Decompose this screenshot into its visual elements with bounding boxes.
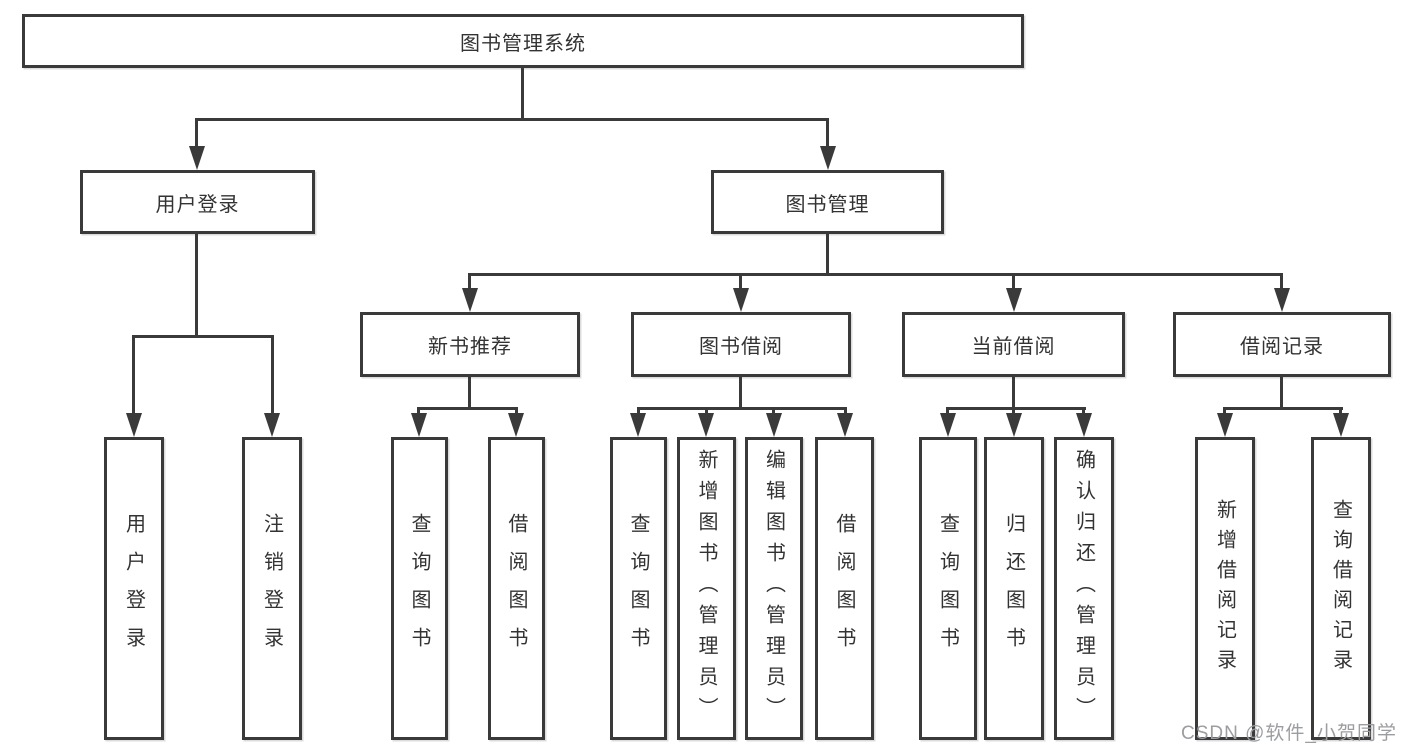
connector-level2-hline [468, 273, 1282, 276]
connector-book-borrow-stem [739, 377, 742, 410]
arrowhead-down-icon [126, 413, 142, 437]
connector-arrow-stem [1012, 407, 1015, 417]
connector-root-stem [521, 68, 524, 121]
connector-arrow-stem [132, 335, 135, 415]
connector-arrow-stem [637, 407, 640, 417]
node-library-management-system: 图书管理系统 [22, 14, 1024, 68]
connector-arrow-stem [417, 407, 420, 417]
connector-arrow-stem [739, 273, 742, 291]
node-leaf-add-borrow-record: 新增借阅记录 [1195, 437, 1255, 740]
node-label: 查询图书 [936, 512, 959, 665]
node-leaf-edit-books-admin: 编辑图书（管理员） [745, 437, 803, 740]
node-label: 当前借阅 [971, 336, 1056, 358]
arrowhead-down-icon [264, 413, 280, 437]
node-label: 借阅图书 [505, 512, 527, 665]
connector-arrow-stem [844, 407, 847, 417]
connector-current-borrow-stem [1012, 377, 1015, 410]
arrowhead-down-icon [733, 288, 749, 312]
node-book-borrowing: 图书借阅 [631, 312, 851, 377]
connector-arrow-stem [195, 118, 198, 150]
connector-arrow-stem [468, 273, 471, 291]
arrowhead-down-icon [462, 288, 478, 312]
connector-arrow-stem [705, 407, 708, 417]
node-leaf-add-books-admin: 新增图书（管理员） [677, 437, 736, 740]
arrowhead-down-icon [411, 413, 427, 437]
connector-arrow-stem [772, 407, 775, 417]
arrowhead-down-icon [1274, 288, 1290, 312]
arrowhead-down-icon [508, 413, 524, 437]
connector-arrow-stem [1339, 407, 1342, 417]
node-label: 图书管理 [785, 193, 870, 216]
arrowhead-down-icon [1006, 413, 1022, 437]
node-current-borrowing: 当前借阅 [902, 312, 1125, 377]
node-leaf-borrow-books-rec: 借阅图书 [488, 437, 545, 740]
arrowhead-down-icon [1217, 413, 1233, 437]
node-leaf-user-login: 用户登录 [104, 437, 164, 740]
connector-level1-hline [195, 118, 829, 121]
csdn-watermark: CSDN @软件_小贺同学 [1181, 723, 1397, 744]
node-label: 借阅图书 [833, 512, 855, 665]
arrowhead-down-icon [940, 413, 956, 437]
node-label: 确认归还（管理员） [1072, 449, 1095, 728]
arrowhead-down-icon [698, 413, 714, 437]
node-new-book-recommendation: 新书推荐 [360, 312, 580, 377]
connector-arrow-stem [826, 118, 829, 150]
node-leaf-logout: 注销登录 [242, 437, 302, 740]
node-leaf-borrow-books: 借阅图书 [815, 437, 874, 740]
node-leaf-query-books-borrow: 查询图书 [610, 437, 667, 740]
connector-new-rec-hline [417, 407, 518, 410]
arrowhead-down-icon [766, 413, 782, 437]
arrowhead-down-icon [1006, 288, 1022, 312]
node-leaf-query-borrow-record: 查询借阅记录 [1311, 437, 1371, 740]
node-leaf-confirm-return-admin: 确认归还（管理员） [1054, 437, 1114, 740]
node-label: 借阅记录 [1240, 336, 1324, 358]
node-label: 归还图书 [1002, 512, 1025, 665]
node-label: 用户登录 [122, 512, 145, 665]
arrowhead-down-icon [1333, 413, 1349, 437]
arrowhead-down-icon [189, 146, 205, 170]
connector-book-mgmt-stem [826, 234, 829, 276]
arrowhead-down-icon [837, 413, 853, 437]
connector-arrow-stem [515, 407, 518, 417]
connector-borrow-record-stem [1280, 377, 1283, 410]
connector-new-rec-stem [468, 377, 471, 410]
node-label: 查询图书 [627, 512, 649, 665]
node-label: 查询借阅记录 [1329, 498, 1352, 679]
connector-book-borrow-hline [637, 407, 847, 410]
connector-arrow-stem [946, 407, 949, 417]
connector-arrow-stem [1082, 407, 1085, 417]
node-leaf-query-books-rec: 查询图书 [391, 437, 448, 740]
node-label: 编辑图书（管理员） [762, 449, 785, 728]
node-borrowing-records: 借阅记录 [1173, 312, 1391, 377]
connector-user-login-stem [195, 234, 198, 337]
node-label: 新书推荐 [428, 336, 512, 358]
node-label: 图书管理系统 [460, 32, 586, 55]
connector-arrow-stem [271, 335, 274, 415]
node-label: 图书借阅 [699, 336, 783, 358]
node-leaf-return-books: 归还图书 [984, 437, 1044, 740]
node-leaf-query-books-current: 查询图书 [919, 437, 977, 740]
node-user-login-branch: 用户登录 [80, 170, 315, 234]
node-label: 新增借阅记录 [1213, 498, 1236, 679]
node-book-management-branch: 图书管理 [711, 170, 944, 234]
arrowhead-down-icon [1076, 413, 1092, 437]
arrowhead-down-icon [820, 146, 836, 170]
connector-arrow-stem [1012, 273, 1015, 291]
node-label: 查询图书 [408, 512, 430, 665]
node-label: 用户登录 [155, 193, 240, 216]
arrowhead-down-icon [630, 413, 646, 437]
connector-current-borrow-hline [946, 407, 1086, 410]
connector-arrow-stem [1223, 407, 1226, 417]
connector-arrow-stem [1280, 273, 1283, 291]
node-label: 新增图书（管理员） [695, 449, 717, 728]
node-label: 注销登录 [260, 512, 283, 665]
connector-user-login-hline [132, 335, 274, 338]
connector-borrow-record-hline [1223, 407, 1343, 410]
